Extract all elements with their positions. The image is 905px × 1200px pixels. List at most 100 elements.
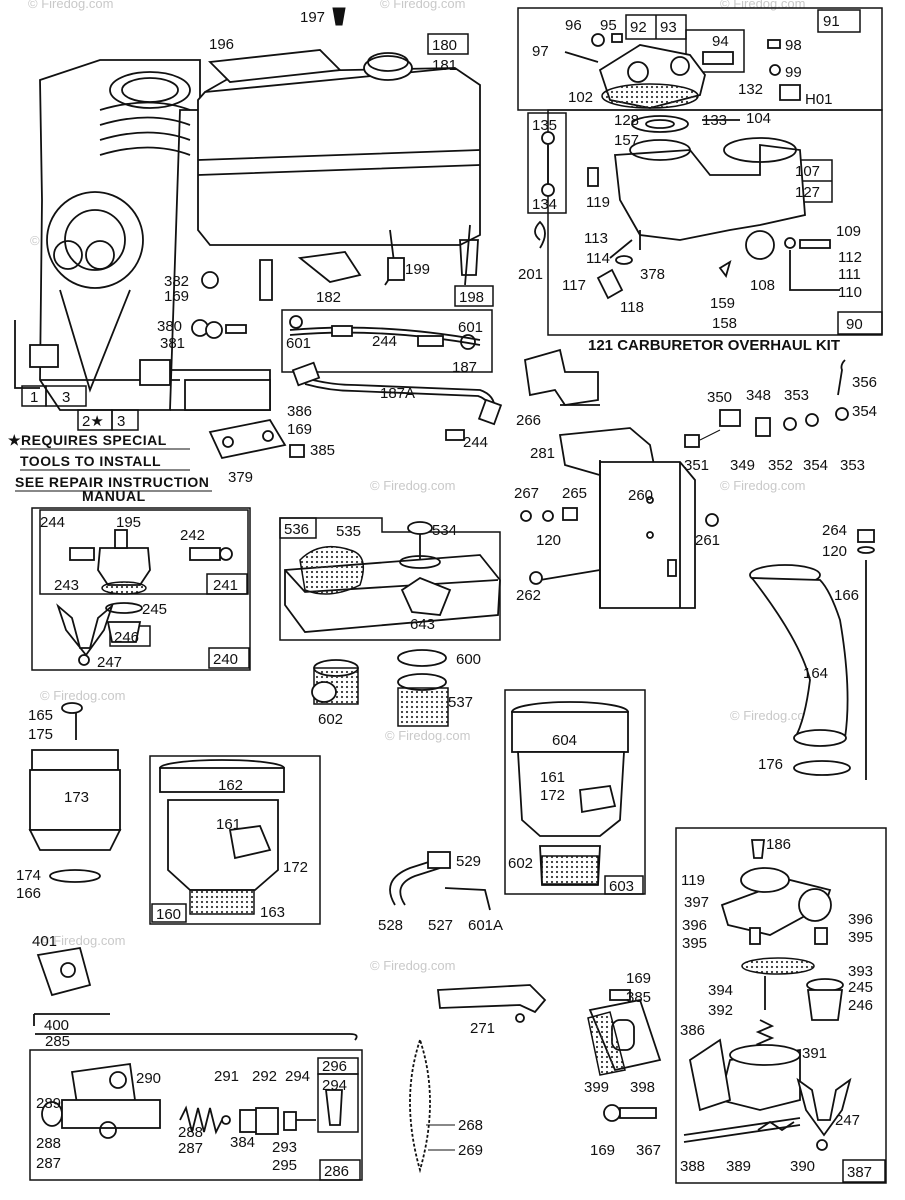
part-label: 119 — [681, 872, 705, 889]
part-label: 354 — [852, 403, 877, 420]
part-label: 169 — [590, 1142, 615, 1159]
engine-block — [14, 59, 271, 411]
note-line: ★REQUIRES SPECIAL — [8, 432, 167, 448]
watermark: © Firedog.com — [40, 688, 125, 703]
part-label: 291 — [214, 1068, 239, 1085]
part-label: 195 — [116, 514, 141, 531]
part-label: 535 — [336, 523, 361, 540]
part-label: 294 — [285, 1068, 310, 1085]
part-label: 166 — [16, 885, 41, 902]
part-label: 269 — [458, 1142, 483, 1159]
watermark: © Firedog.com — [380, 0, 465, 11]
part-label: 90 — [846, 316, 863, 333]
air-cleaner-160: 162 161 172 160 163 — [149, 755, 321, 925]
part-label: 295 — [272, 1157, 297, 1174]
part-label: 294 — [322, 1077, 347, 1094]
pump-cover: 169 385 399 398 169 367 — [584, 970, 662, 1159]
watermark: © Firedog.com — [370, 958, 455, 973]
part-label: 3 — [117, 413, 125, 430]
watermark: © Firedog.com — [385, 728, 470, 743]
part-label: 113 — [584, 230, 608, 247]
part-label: 135 — [532, 117, 557, 134]
part-label: 128 — [614, 112, 639, 129]
part-label: 246 — [848, 997, 873, 1014]
part-label: 95 — [600, 17, 617, 34]
part-label: 290 — [136, 1070, 161, 1087]
part-label: 351 — [684, 457, 709, 474]
part-label: 180 — [432, 37, 457, 54]
part-label: 288 — [36, 1135, 61, 1152]
part-label: 162 — [218, 777, 243, 794]
part-label: 286 — [324, 1163, 349, 1180]
note-line: MANUAL — [82, 488, 146, 504]
fuel-line — [281, 309, 503, 441]
part-label: 289 — [36, 1095, 61, 1112]
breather-tube: 529 528 527 601A — [378, 851, 503, 934]
part-label: 92 — [630, 19, 647, 36]
part-label: 245 — [142, 601, 167, 618]
bracket-379 — [191, 271, 305, 460]
part-label: H01 — [805, 91, 833, 108]
part-label: 528 — [378, 917, 403, 934]
part-label: 161 — [540, 769, 565, 786]
part-label: 187 — [452, 359, 477, 376]
air-cleaner-603: 604 161 172 602 603 — [504, 689, 646, 895]
carburetor-group: 91 96 95 92 93 97 94 98 99 132 H01 102 1… — [517, 7, 883, 354]
part-label: 198 — [459, 289, 484, 306]
part-label: 396 — [682, 917, 707, 934]
part-label: 201 — [518, 266, 543, 283]
part-label: 381 — [160, 335, 185, 352]
part-label: 107 — [795, 163, 820, 180]
part-label: 114 — [586, 250, 610, 267]
part-label: 285 — [45, 1033, 70, 1050]
part-label: 264 — [822, 522, 847, 539]
part-label: 111 — [838, 266, 861, 283]
part-label: 110 — [838, 284, 862, 301]
part-label: 241 — [213, 577, 238, 594]
lever-271: 271 — [437, 984, 547, 1037]
part-label: 112 — [838, 249, 862, 266]
fuel-tank — [197, 7, 481, 301]
part-label: 108 — [750, 277, 775, 294]
part-label: 117 — [562, 277, 586, 294]
part-label: 91 — [823, 13, 840, 30]
part-label: 164 — [803, 665, 828, 682]
part-label: 197 — [300, 9, 325, 26]
part-label: 172 — [283, 859, 308, 876]
part-label: 266 — [516, 412, 541, 429]
part-label: 173 — [64, 789, 89, 806]
part-label: 186 — [766, 836, 791, 853]
part-label: 527 — [428, 917, 453, 934]
chain-268: 268 269 — [409, 1039, 483, 1174]
part-label: 288 — [178, 1124, 203, 1141]
part-label: 385 — [626, 989, 651, 1006]
part-label: 244 — [463, 434, 488, 451]
governor-286: 290 291 292 294 296 294 289 288 288 287 … — [29, 1049, 363, 1181]
part-label: 109 — [836, 223, 861, 240]
part-label: 174 — [16, 867, 41, 884]
part-label: 601 — [458, 319, 483, 336]
part-label: 120 — [822, 543, 847, 560]
part-label: 133 — [702, 112, 727, 129]
part-label: 601 — [286, 335, 311, 352]
part-label: 196 — [209, 36, 234, 53]
part-label: 394 — [708, 982, 733, 999]
part-label: 352 — [768, 457, 793, 474]
bracket-group: 266 281 350 348 353 356 354 351 349 352 … — [514, 348, 877, 609]
part-label: 397 — [684, 894, 709, 911]
part-label: 401 — [32, 933, 57, 950]
part-label: 392 — [708, 1002, 733, 1019]
part-label: 199 — [405, 261, 430, 278]
part-label: 102 — [568, 89, 593, 106]
part-label: 354 — [803, 457, 828, 474]
part-label: 382 — [164, 273, 189, 290]
part-label: 367 — [636, 1142, 661, 1159]
part-label: 349 — [730, 457, 755, 474]
part-label: 96 — [565, 17, 582, 34]
part-label: 384 — [230, 1134, 255, 1151]
fuel-pump-387: 186 119 397 396 396 395 395 393 245 394 … — [675, 827, 887, 1184]
part-label: 380 — [157, 318, 182, 335]
part-label: 97 — [532, 43, 549, 60]
part-label: 268 — [458, 1117, 483, 1134]
